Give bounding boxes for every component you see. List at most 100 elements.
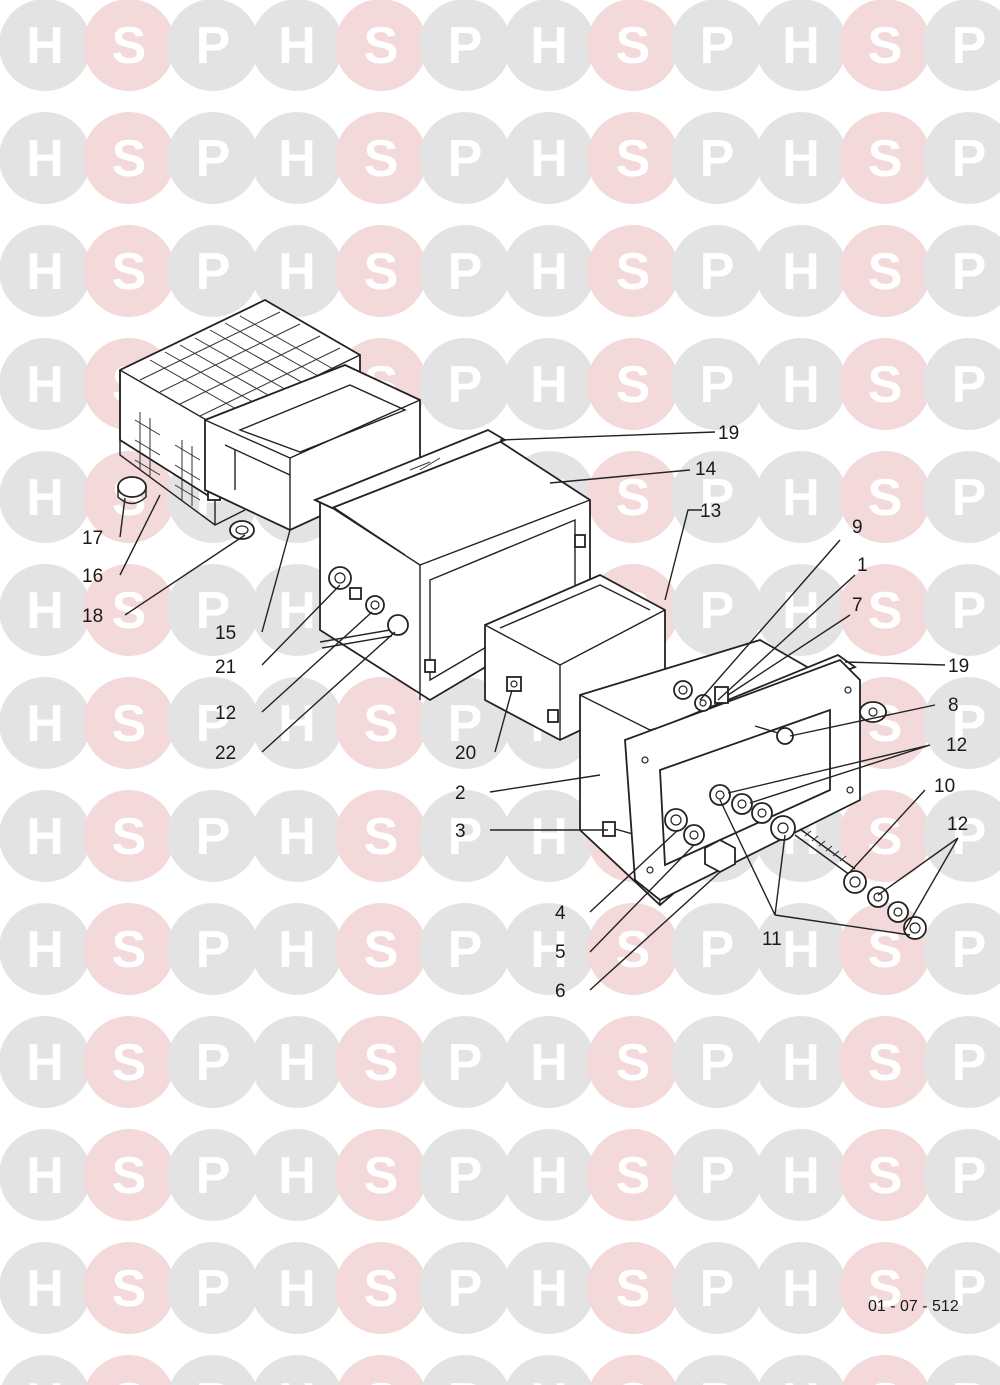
watermark-letter: H: [530, 243, 568, 301]
watermark-circle: [925, 1355, 1000, 1385]
part-20-nut: [506, 676, 522, 692]
watermark-letter: H: [782, 1260, 820, 1318]
watermark-circle: [335, 677, 427, 769]
watermark-circle: [0, 903, 91, 995]
watermark-circle: [587, 451, 679, 543]
watermark-letter: P: [448, 1373, 483, 1385]
watermark-circle: [83, 903, 175, 995]
watermark-circle: [83, 225, 175, 317]
watermark-circle: [419, 790, 511, 882]
watermark-letter: P: [952, 582, 987, 640]
watermark-letter: P: [448, 1260, 483, 1318]
watermark-circle: [335, 0, 427, 91]
watermark-letter: S: [364, 808, 399, 866]
watermark-circle: [335, 790, 427, 882]
watermark-circle: [671, 0, 763, 91]
watermark-letter: P: [448, 356, 483, 414]
watermark-letter: P: [952, 695, 987, 753]
watermark-letter: H: [530, 17, 568, 75]
watermark-letter: P: [196, 582, 231, 640]
watermark-circle: [755, 1129, 847, 1221]
watermark-circle: [755, 225, 847, 317]
watermark-letter: P: [196, 243, 231, 301]
part-12-washers-centre: [709, 784, 796, 841]
watermark-letter: S: [616, 356, 651, 414]
watermark-letter: P: [700, 1373, 735, 1385]
watermark-letter: S: [868, 1260, 903, 1318]
drawing-reference-number: 01 - 07 - 512: [868, 1298, 959, 1315]
watermark-circle: [755, 1242, 847, 1334]
watermark-circle: [503, 1016, 595, 1108]
watermark-letter: S: [364, 1260, 399, 1318]
watermark-circle: [841, 1355, 929, 1385]
watermark-circle: [0, 1242, 91, 1334]
watermark-circle: [83, 1242, 175, 1334]
watermark-circle: [335, 1129, 427, 1221]
watermark-circle: [671, 338, 763, 430]
watermark-letter: H: [26, 1260, 64, 1318]
watermark-letter: P: [952, 356, 987, 414]
watermark-circle: [503, 0, 595, 91]
part-12-washer-left: [365, 595, 385, 615]
watermark-letter: P: [700, 1034, 735, 1092]
callout-20: 20: [455, 743, 476, 764]
watermark-circle: [839, 338, 931, 430]
watermark-circle: [335, 112, 427, 204]
watermark-circle: [419, 0, 511, 91]
watermark-circle: [421, 1355, 509, 1385]
watermark-circle: [503, 112, 595, 204]
watermark-circle: [167, 677, 259, 769]
watermark-circle: [0, 790, 91, 882]
watermark-letter: H: [26, 921, 64, 979]
watermark-letter: S: [364, 17, 399, 75]
watermark-circle: [755, 451, 847, 543]
watermark-letter: H: [278, 695, 316, 753]
watermark-circle: [251, 1129, 343, 1221]
watermark-circle: [83, 112, 175, 204]
callout-8: 8: [948, 695, 959, 716]
watermark-letter: H: [278, 1034, 316, 1092]
part-3-stud: [602, 821, 641, 837]
watermark-letter: H: [530, 356, 568, 414]
callout-12-left: 12: [215, 703, 236, 724]
watermark-letter: S: [616, 17, 651, 75]
watermark-circle: [503, 1242, 595, 1334]
watermark-circle: [167, 790, 259, 882]
callout-14: 14: [695, 459, 717, 480]
watermark-letter: P: [700, 356, 735, 414]
watermark-circle: [839, 1129, 931, 1221]
watermark-letter: S: [364, 1373, 399, 1385]
watermark-letter: S: [616, 243, 651, 301]
watermark-letter: P: [700, 1147, 735, 1205]
watermark-circle: [671, 1129, 763, 1221]
part-4-nut: [664, 808, 688, 832]
watermark-letter: H: [530, 1147, 568, 1205]
watermark-letter: P: [952, 469, 987, 527]
watermark-circle: [839, 0, 931, 91]
watermark-circle: [503, 790, 595, 882]
watermark-letter: S: [868, 356, 903, 414]
watermark-letter: P: [448, 1034, 483, 1092]
watermark-letter: H: [278, 921, 316, 979]
callout-12-centre: 12: [946, 735, 967, 756]
watermark-circle: [251, 1016, 343, 1108]
watermark-circle: [671, 1016, 763, 1108]
watermark-circle: [587, 1242, 679, 1334]
callout-18: 18: [82, 606, 103, 627]
watermark-circle: [335, 1016, 427, 1108]
watermark-circle: [923, 1016, 1000, 1108]
watermark-circle: [167, 1242, 259, 1334]
watermark-letter: S: [112, 582, 147, 640]
watermark-circle: [587, 1016, 679, 1108]
watermark-letter: S: [364, 130, 399, 188]
watermark-circle: [587, 0, 679, 91]
watermark-circle: [839, 1016, 931, 1108]
watermark-letter: S: [616, 921, 651, 979]
watermark-letter: H: [782, 582, 820, 640]
watermark-circle: [335, 1242, 427, 1334]
watermark-circle: [755, 564, 847, 656]
watermark-letter: H: [26, 469, 64, 527]
watermark-circle: [839, 112, 931, 204]
watermark-circle: [839, 564, 931, 656]
callout-7: 7: [852, 595, 863, 616]
